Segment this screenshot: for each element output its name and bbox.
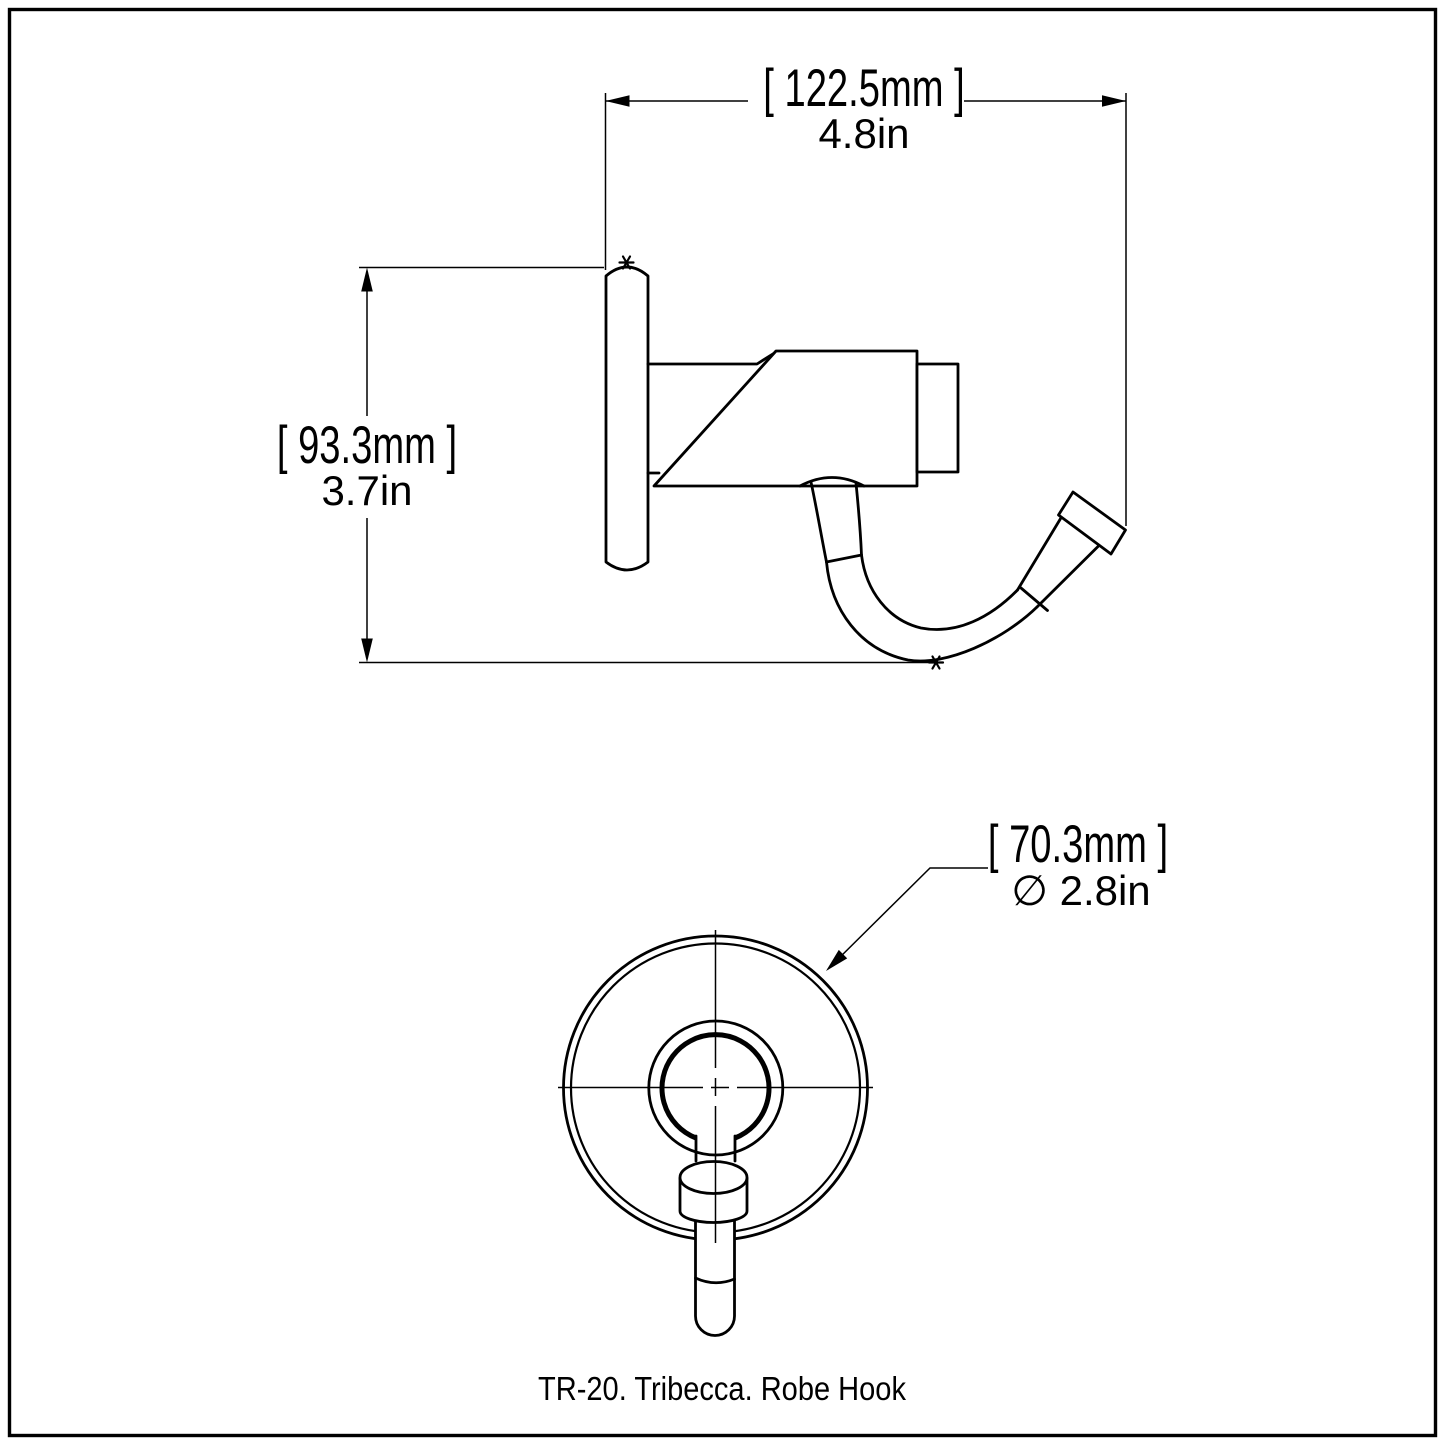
drawing-caption: TR-20. Tribecca. Robe Hook	[538, 1370, 906, 1407]
hook-body	[652, 349, 919, 488]
width-dimension: [ 122.5mm ] 4.8in	[604, 58, 1127, 526]
arrowhead-down-icon	[361, 638, 373, 663]
arm-top-line	[646, 350, 778, 366]
leader-line	[827, 867, 988, 970]
leader-arrowhead-icon	[826, 949, 848, 971]
hook-arm-upper	[1016, 515, 1063, 592]
hook-stem-joint	[694, 1276, 736, 1285]
arrowhead-up-icon	[361, 267, 373, 292]
wall-plate-side	[604, 265, 650, 572]
hook-arm-lower	[1035, 545, 1100, 609]
hook-knob-top	[678, 1160, 749, 1195]
width-dim-inch-label: 4.8in	[818, 110, 909, 157]
hook-outer-curve	[825, 560, 1039, 663]
hook-inner-curve	[860, 553, 1019, 631]
height-dim-mm-label: [ 93.3mm ]	[277, 415, 457, 475]
width-dim-mm-label: [ 122.5mm ]	[763, 58, 964, 118]
hook-side	[798, 476, 1127, 663]
hook-neck-joint	[825, 553, 863, 564]
hook-front	[678, 1134, 749, 1337]
hook-arm-joint	[1019, 586, 1049, 612]
hook-neck-left	[809, 480, 828, 564]
diameter-dim-mm-label: [ 70.3mm ]	[988, 814, 1168, 874]
hook-shoulder	[798, 476, 866, 488]
hook-stem-front	[694, 1210, 736, 1337]
arrowhead-left-icon	[605, 95, 630, 107]
body-end-cap	[915, 362, 960, 474]
hook-tip-cap	[1057, 490, 1127, 556]
front-view: [ 70.3mm ] ∅ 2.8in	[558, 814, 1168, 1337]
diameter-dimension: [ 70.3mm ] ∅ 2.8in	[826, 814, 1168, 971]
hook-neck-right	[854, 481, 863, 557]
arrowhead-right-icon	[1102, 95, 1126, 107]
height-dim-inch-label: 3.7in	[321, 467, 412, 514]
side-view: [ 122.5mm ] 4.8in [ 93.3mm ] 3.7in	[277, 58, 1127, 670]
height-dimension: [ 93.3mm ] 3.7in	[277, 266, 928, 664]
datum-asterisk-icon	[927, 655, 945, 670]
sheet-border	[7, 7, 1438, 1438]
diameter-dim-inch-label: ∅ 2.8in	[1011, 867, 1150, 914]
centerlines	[558, 930, 873, 1243]
datum-asterisk-icon	[618, 255, 635, 270]
